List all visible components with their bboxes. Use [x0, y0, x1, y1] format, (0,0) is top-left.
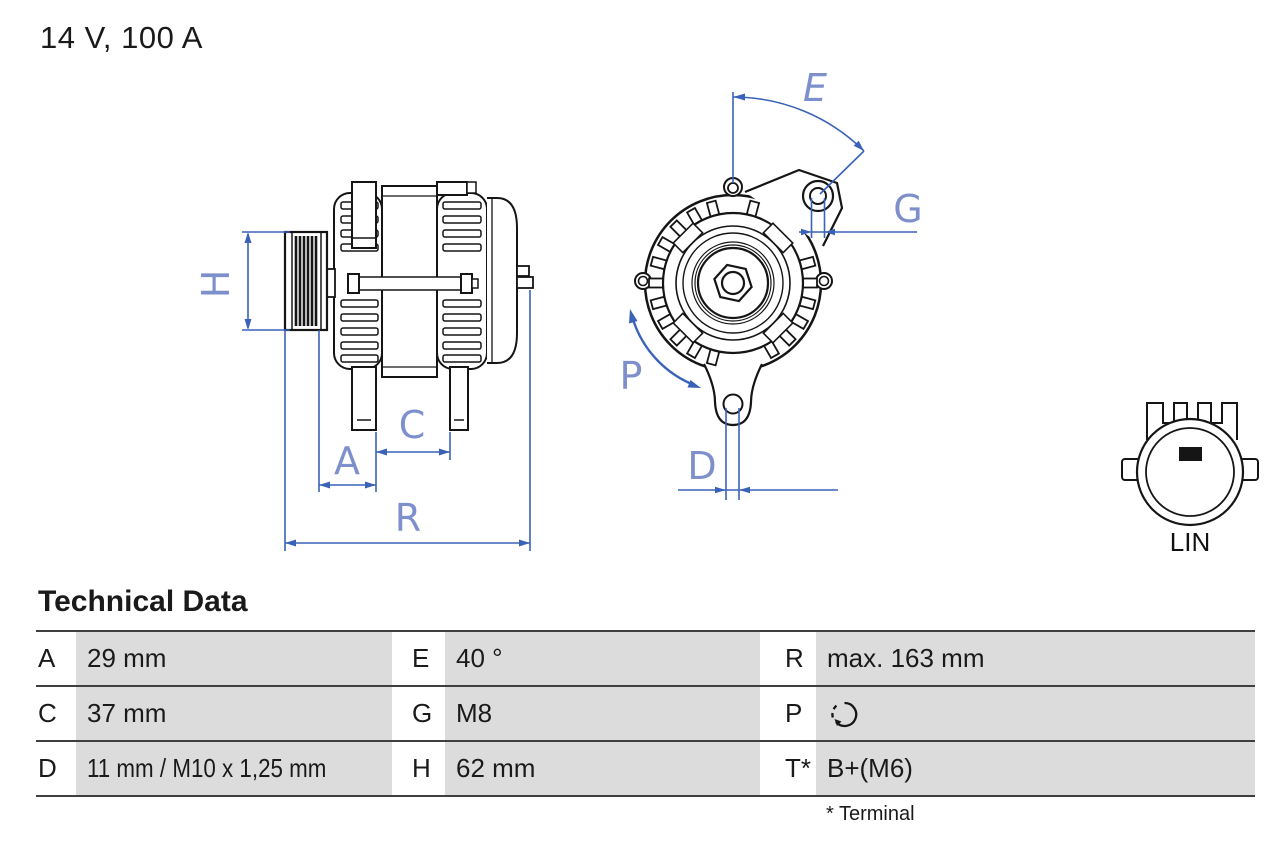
dim-label-R: R [395, 496, 421, 540]
alternator-technical-drawing: H A C R E G P D LIN [194, 66, 1259, 557]
technical-data-section: Technical Data A 29 mm E 40 ° R max. 163… [36, 584, 1255, 826]
dim-value-A: 29 mm [76, 632, 392, 685]
dim-value-H: 62 mm [445, 742, 760, 795]
dim-value-D: 11 mm / M10 x 1,25 mm [76, 742, 392, 795]
dim-label-C: C [399, 403, 426, 447]
front-view-drawing [634, 168, 844, 427]
dim-value-C: 37 mm [76, 687, 392, 740]
dim-key-G: G [392, 687, 445, 740]
side-view-drawing [283, 181, 534, 431]
connector-label: LIN [1170, 527, 1210, 557]
technical-data-heading: Technical Data [38, 585, 248, 618]
dim-label-H: H [194, 270, 238, 299]
rotation-direction-icon [831, 701, 858, 727]
dim-key-P: P [760, 687, 816, 740]
dim-value-T: B+(M6) [816, 742, 1255, 795]
dim-key-H: H [392, 742, 445, 795]
table-row: D 11 mm / M10 x 1,25 mm H 62 mm T* B+(M6… [36, 740, 1255, 795]
dim-label-D: D [687, 444, 716, 488]
table-row: A 29 mm E 40 ° R max. 163 mm [36, 630, 1255, 685]
pulley [283, 230, 336, 332]
dim-value-P [816, 687, 1255, 740]
dim-key-C: C [36, 687, 76, 740]
dim-key-T: T* [760, 742, 816, 795]
shaft-nut [713, 263, 753, 303]
dim-key-E: E [392, 632, 445, 685]
dimension-labels: H A C R E G P D [194, 66, 923, 540]
terminal-footnote: * Terminal [826, 803, 915, 825]
dim-key-R: R [760, 632, 816, 685]
dim-value-R: max. 163 mm [816, 632, 1255, 685]
dim-value-D-text: 11 mm / M10 x 1,25 mm [87, 753, 327, 783]
dim-value-E: 40 ° [445, 632, 760, 685]
dim-label-E: E [803, 66, 827, 110]
dim-key-D: D [36, 742, 76, 795]
lin-connector-diagram: LIN [1121, 402, 1259, 557]
connector-pin [1179, 447, 1202, 461]
table-row: C 37 mm G M8 P [36, 685, 1255, 740]
dimension-lines [242, 92, 917, 551]
dim-key-A: A [36, 632, 76, 685]
dim-label-A: A [334, 439, 360, 483]
technical-data-table: A 29 mm E 40 ° R max. 163 mm C 37 mm G M… [36, 630, 1255, 797]
dim-label-G: G [893, 187, 922, 231]
page-title: 14 V, 100 A [40, 20, 203, 55]
dim-label-P: P [620, 354, 643, 398]
dim-value-G: M8 [445, 687, 760, 740]
